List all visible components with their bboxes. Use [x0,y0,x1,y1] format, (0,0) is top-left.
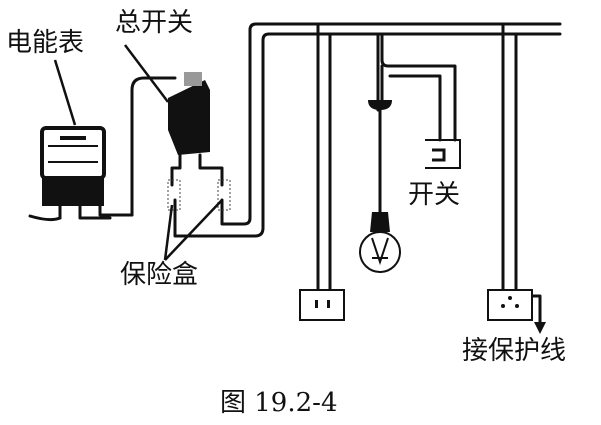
main-line-neutral [261,32,562,122]
electric-meter-shape [40,126,106,206]
wall-switch-shape [425,139,461,169]
main-switch-shape [168,72,210,155]
fuse-box-label: 保险盒 [120,260,199,290]
meter-leader [53,59,77,126]
ground-wire-label: 接保护线 [462,336,567,366]
meter-label: 电能表 [6,28,85,58]
fuse-leader-left [163,204,174,261]
switch-label: 开关 [408,180,461,210]
main-switch-label: 总开关 [115,8,194,38]
socket-three-pin-shape [487,289,533,321]
lamp-shape [359,100,401,273]
ground-wire [528,294,542,324]
figure-caption: 图 19.2-4 [220,388,338,418]
ground-arrow-icon [534,322,546,334]
feed-wire-2 [173,118,265,238]
feed-wire [228,118,252,226]
socket-two-pin-shape [299,289,345,321]
fuse-leader-right [164,199,223,261]
main-line-live [248,22,562,122]
meter-to-switch-wire [130,76,177,217]
main-switch-leader [124,44,169,103]
